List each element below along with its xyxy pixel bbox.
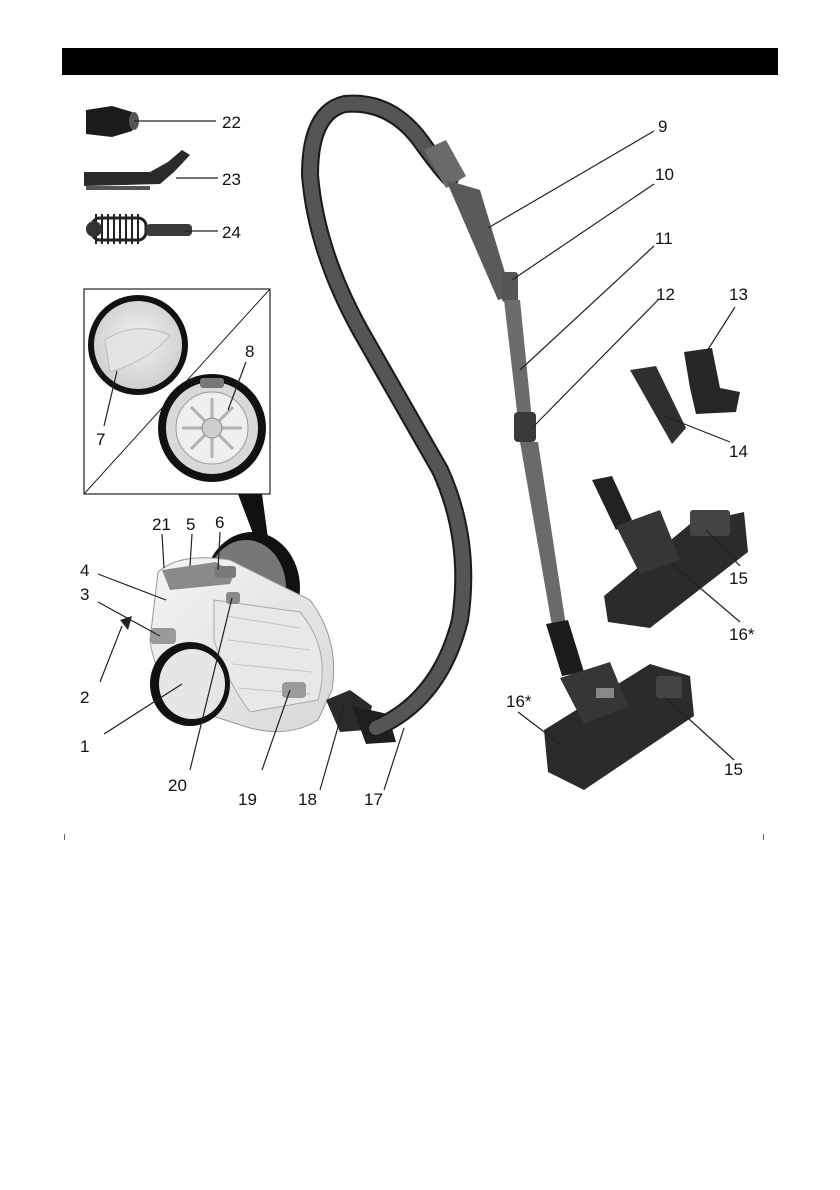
label-11: 11 (655, 229, 673, 248)
suction-hose (310, 104, 463, 728)
label-15-right: 15 (729, 569, 748, 588)
label-3: 3 (80, 585, 89, 604)
label-5: 5 (186, 515, 195, 534)
floor-nozzle-right (592, 476, 748, 628)
label-17: 17 (364, 790, 383, 809)
label-21: 21 (152, 515, 171, 534)
label-12: 12 (656, 285, 675, 304)
label-1: 1 (80, 737, 89, 756)
vacuum-body (120, 532, 396, 744)
label-24: 24 (222, 223, 241, 242)
label-6: 6 (215, 513, 224, 532)
upholstery-nozzle-22 (86, 106, 139, 137)
corner-mark-left (64, 834, 65, 840)
label-9: 9 (658, 117, 667, 136)
corner-mark-right (763, 834, 764, 840)
label-2: 2 (80, 688, 89, 707)
floor-nozzle-bottom (544, 662, 694, 790)
dust-brush-13 (684, 348, 740, 414)
label-8: 8 (245, 342, 254, 361)
label-22: 22 (222, 113, 241, 132)
label-18: 18 (298, 790, 317, 809)
label-7: 7 (96, 430, 105, 449)
crevice-nozzle-14 (630, 366, 686, 444)
label-16-bottom: 16* (506, 692, 532, 711)
label-4: 4 (80, 561, 89, 580)
label-15-bottom: 15 (724, 760, 743, 779)
suction-handle-and-tube (424, 140, 584, 676)
label-19: 19 (238, 790, 257, 809)
label-14: 14 (729, 442, 748, 461)
label-16-right: 16* (729, 625, 755, 644)
label-10: 10 (655, 165, 674, 184)
label-13: 13 (729, 285, 748, 304)
label-23: 23 (222, 170, 241, 189)
round-brush-24 (86, 214, 192, 244)
crevice-brush-23 (84, 150, 190, 190)
label-20: 20 (168, 776, 187, 795)
